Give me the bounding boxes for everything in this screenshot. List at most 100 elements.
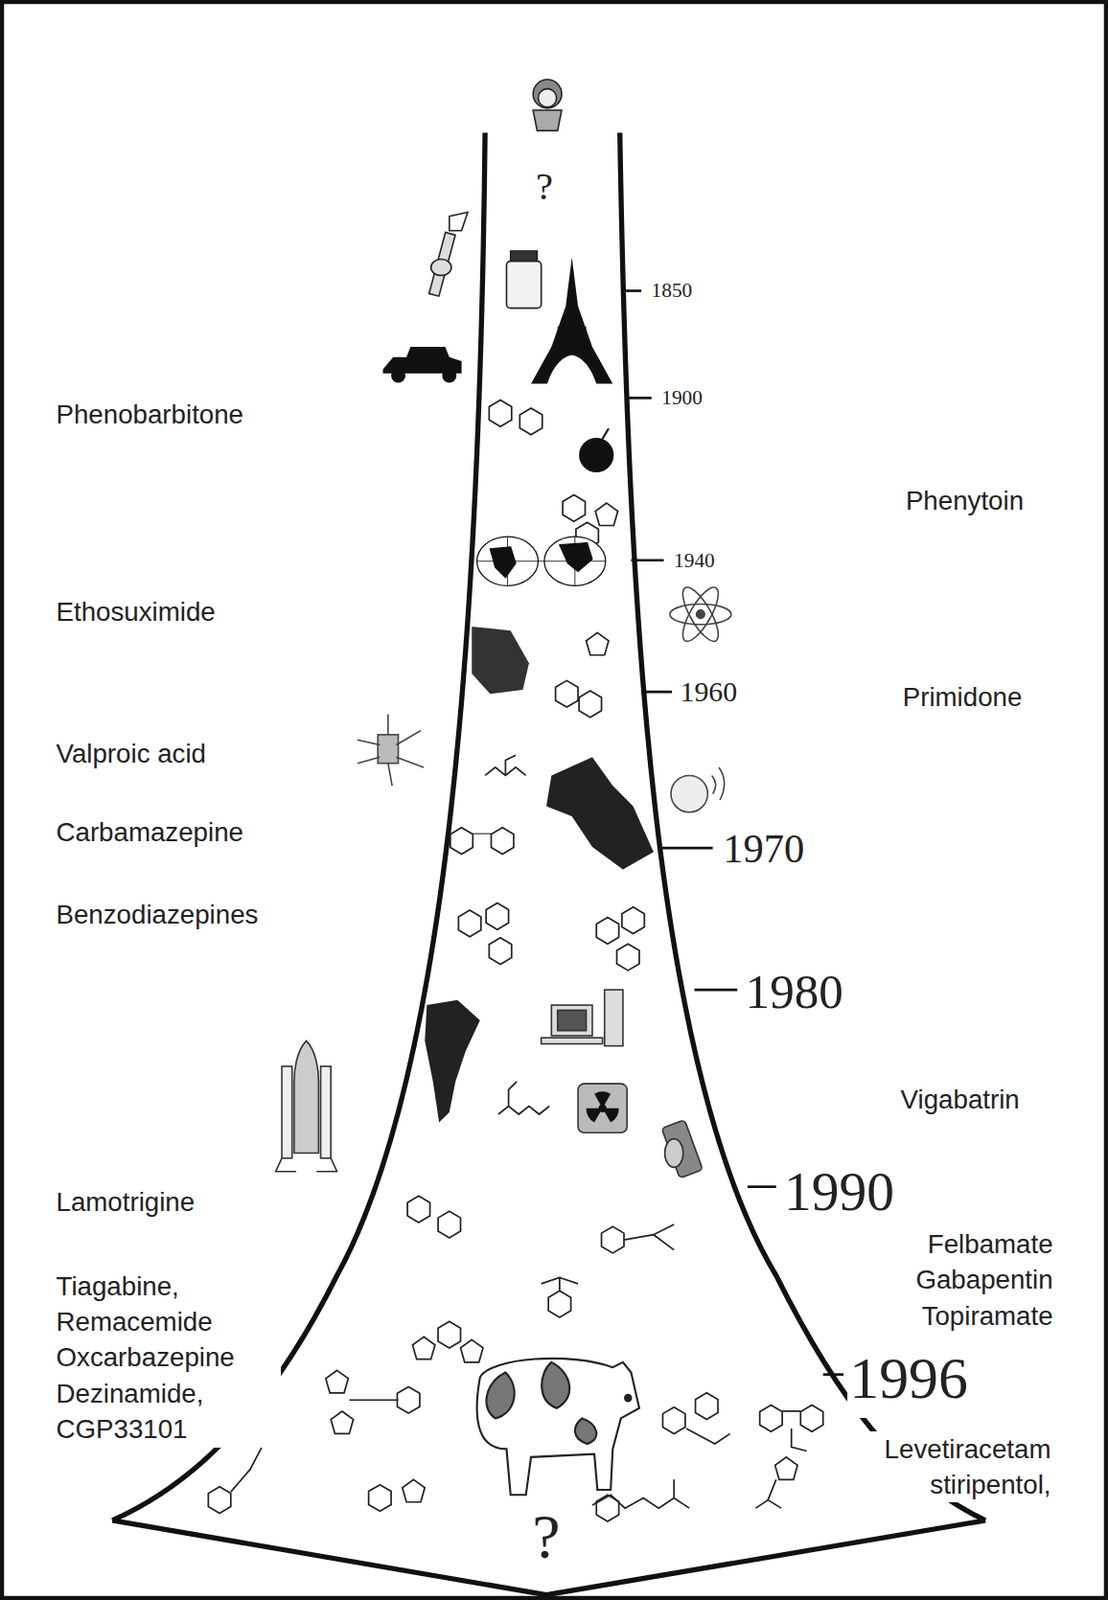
asia-map-icon xyxy=(546,757,654,870)
chemical-structure xyxy=(586,632,609,655)
cow-illustration xyxy=(477,1359,640,1496)
chemical-structure xyxy=(596,907,645,971)
chemical-structure xyxy=(488,938,511,966)
sputnik-icon xyxy=(712,767,725,801)
cow-illustration xyxy=(485,1362,597,1445)
car-icon xyxy=(441,368,457,383)
chemical-structure xyxy=(484,755,527,776)
year-ticks xyxy=(630,558,664,562)
chemical-structure xyxy=(490,828,513,855)
atom-icon xyxy=(696,610,706,620)
space-shuttle-icon xyxy=(276,1158,338,1173)
drug-name-list: Felbamate Gabapentin Topiramate xyxy=(883,1226,1056,1335)
chemical-structure xyxy=(596,917,619,945)
caveman-icon xyxy=(532,110,562,131)
chemical-structure xyxy=(755,1479,782,1509)
chemical-structure xyxy=(622,907,645,935)
chemical-structure xyxy=(541,1277,578,1292)
chemical-structure xyxy=(407,1196,430,1224)
chemical-structure xyxy=(485,903,508,931)
chemical-structure xyxy=(555,632,609,717)
caveman-icon xyxy=(532,79,562,109)
radiation-icon xyxy=(586,1091,620,1123)
argentina-map-icon xyxy=(424,1000,481,1124)
torch-icon xyxy=(431,259,452,277)
mobile-phone-icon xyxy=(661,1120,703,1179)
world-map-icon xyxy=(477,536,606,586)
chemical-structure xyxy=(325,1370,348,1393)
drug-name: Vigabatrin xyxy=(899,1082,1022,1118)
chemical-structure xyxy=(369,1485,392,1513)
chemical-structure xyxy=(760,1406,824,1453)
chemical-structure xyxy=(592,1479,690,1523)
sputnik-icon xyxy=(670,767,725,813)
chemical-structure xyxy=(488,400,542,436)
atom-icon xyxy=(676,582,725,647)
question-mark: ? xyxy=(533,161,555,214)
drug-name-list: Levetiracetam stiripentol, xyxy=(867,1431,1054,1504)
computer-icon xyxy=(541,990,624,1047)
bottle-icon xyxy=(510,251,538,262)
arabia-map-icon xyxy=(471,626,530,694)
year-ticks xyxy=(823,1373,844,1377)
chemical-structure xyxy=(623,1224,674,1251)
year-label: 1990 xyxy=(782,1154,897,1230)
world-map-icon xyxy=(477,536,606,586)
space-shuttle-icon xyxy=(321,1066,332,1159)
chemical-structure xyxy=(498,1082,550,1115)
drug-name: Carbamazepine xyxy=(54,814,246,851)
bomb-icon xyxy=(602,428,609,439)
chemical-structure xyxy=(330,1411,353,1434)
drug-name: Phenytoin xyxy=(903,483,1026,519)
mobile-phone-icon xyxy=(665,1139,684,1169)
computer-icon xyxy=(551,1005,593,1037)
year-ticks xyxy=(641,691,672,694)
year-ticks xyxy=(693,989,738,993)
chemical-structure xyxy=(407,1196,461,1239)
year-label: 1960 xyxy=(678,672,740,712)
drug-name: Valproic acid xyxy=(54,736,208,772)
bomb-icon xyxy=(578,438,614,473)
chemical-structure xyxy=(207,1439,276,1515)
chemical-structure xyxy=(541,1277,578,1318)
year-label: 1980 xyxy=(743,959,846,1026)
satellite-icon xyxy=(357,715,424,787)
eiffel-tower-icon xyxy=(557,326,587,332)
bottle-icon xyxy=(506,251,541,309)
chemical-structure xyxy=(601,1226,624,1254)
chemical-structure xyxy=(348,1399,398,1402)
chemical-structure xyxy=(760,1406,783,1433)
torch-icon xyxy=(449,212,468,231)
chemical-structure xyxy=(662,1393,730,1445)
chemical-structure xyxy=(562,495,585,523)
chemical-structure xyxy=(207,1487,231,1515)
chemical-structure xyxy=(458,903,511,966)
argentina-map-icon xyxy=(424,1000,481,1124)
atom-icon xyxy=(669,604,732,625)
chemical-structure xyxy=(601,1224,675,1254)
chemical-structure xyxy=(458,910,481,938)
computer-icon xyxy=(541,1038,603,1044)
chemical-structure xyxy=(484,755,527,776)
chemical-structure xyxy=(412,1321,484,1363)
chemical-structure xyxy=(695,1393,718,1421)
chemical-structure xyxy=(775,1457,798,1480)
chemical-structure xyxy=(782,1411,808,1453)
drug-name: Primidone xyxy=(900,679,1025,716)
chemical-structure xyxy=(662,1408,685,1435)
chemical-structure xyxy=(325,1370,420,1434)
chemical-structure xyxy=(555,680,578,708)
chemical-structure xyxy=(461,1339,484,1362)
year-label: 1850 xyxy=(649,277,695,305)
car-icon xyxy=(383,346,462,383)
year-label: 1996 xyxy=(847,1338,970,1419)
radiation-icon xyxy=(577,1084,627,1133)
space-shuttle-icon xyxy=(294,1040,320,1154)
chemical-structure xyxy=(396,1386,419,1414)
year-ticks xyxy=(622,289,642,293)
cow-illustration xyxy=(624,1395,631,1402)
drug-name: Ethosuximide xyxy=(54,594,218,630)
satellite-icon xyxy=(377,735,398,764)
chemical-structure xyxy=(548,1291,571,1318)
